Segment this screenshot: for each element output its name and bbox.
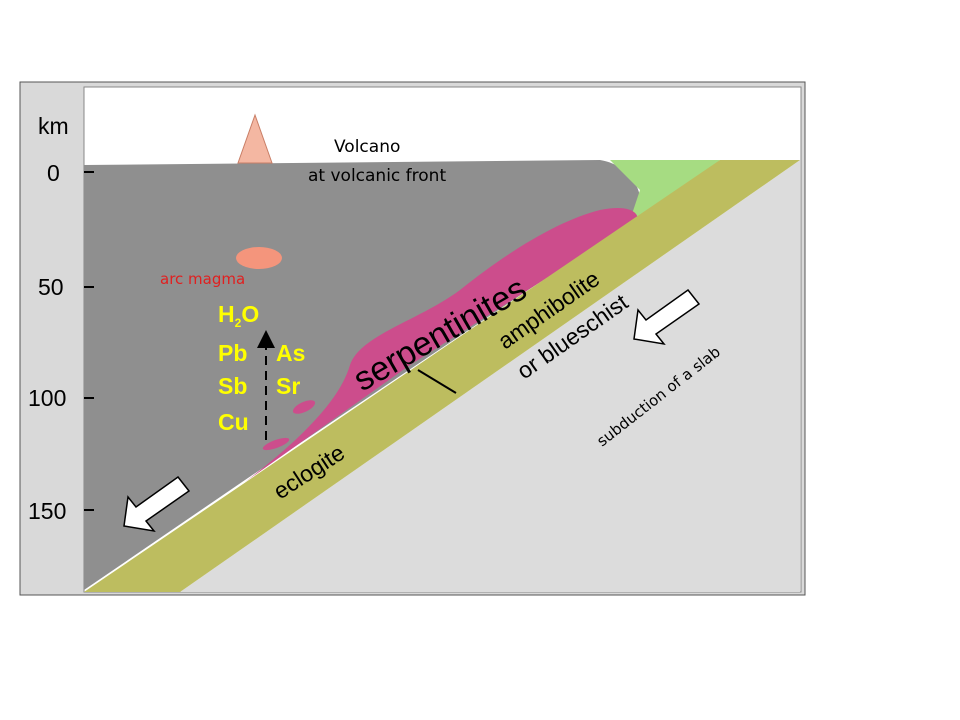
- serpentinite-blob-upper: [292, 400, 316, 414]
- tick-label-50: 50: [38, 274, 64, 300]
- fluid-ascent-arrowhead: [257, 330, 275, 348]
- tick-label-150: 150: [28, 498, 66, 524]
- tick-label-100: 100: [28, 385, 66, 411]
- serpentinite-blob-lower: [262, 437, 290, 451]
- pb-label: Pb: [218, 340, 247, 366]
- serpentinite-layer: [245, 208, 638, 482]
- arc-magma-body: [236, 247, 282, 269]
- tick-label-0: 0: [47, 160, 60, 186]
- arc-magma-label: arc magma: [160, 270, 245, 288]
- volcano-label: Volcano: [334, 137, 400, 157]
- slab-motion-arrow-upper: [633, 288, 701, 346]
- slab-crust-band: [84, 160, 800, 592]
- forearc-crust: [610, 160, 720, 225]
- sr-label: Sr: [276, 373, 300, 399]
- facies-boundary-line: [417, 369, 457, 394]
- axis-unit-label: km: [38, 113, 69, 139]
- cu-label: Cu: [218, 409, 249, 435]
- h2o-label: H2O: [218, 301, 259, 330]
- as-label: As: [276, 340, 305, 366]
- volcano-cone: [237, 113, 273, 164]
- slab-motion-arrow-lower: [123, 475, 191, 533]
- sb-label: Sb: [218, 373, 247, 399]
- volcanic-front-label: at volcanic front: [308, 166, 446, 186]
